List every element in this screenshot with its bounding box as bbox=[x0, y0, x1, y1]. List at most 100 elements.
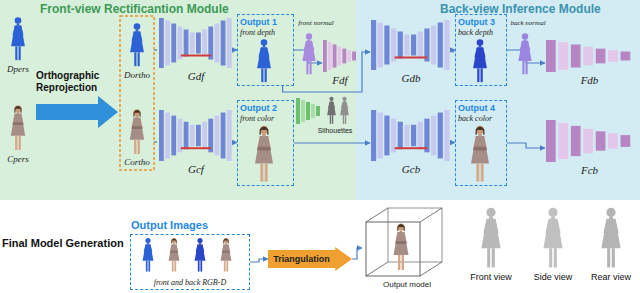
node-label: back color bbox=[458, 114, 504, 124]
output-box: Output 3back depth bbox=[455, 14, 507, 86]
network-layer bbox=[411, 35, 416, 56]
output-box: Output 2front color bbox=[237, 100, 294, 186]
network-layer bbox=[546, 40, 556, 72]
network-layer bbox=[546, 120, 556, 162]
discriminator-network: Fdf bbox=[322, 40, 358, 86]
color-figure bbox=[471, 126, 489, 182]
flow-arrow bbox=[352, 248, 362, 259]
reprojection-arrow bbox=[36, 96, 118, 128]
node-label: Gdb bbox=[370, 72, 452, 84]
network-layer bbox=[378, 23, 383, 68]
network-layer bbox=[171, 116, 176, 156]
network-layer bbox=[621, 52, 631, 61]
network-layer bbox=[202, 122, 207, 150]
input-label: Dortho bbox=[120, 70, 154, 81]
depth-figure bbox=[130, 23, 144, 66]
input-label: Cpers bbox=[4, 154, 32, 165]
normal-figure bbox=[518, 33, 531, 74]
network-layer bbox=[583, 129, 593, 153]
silhouette-figure bbox=[340, 97, 349, 124]
color-figure bbox=[394, 223, 409, 270]
node-label: front and back RGB-D bbox=[131, 278, 249, 288]
skip-connection bbox=[395, 57, 428, 59]
network-layer bbox=[347, 50, 351, 62]
node-label: Fcb bbox=[545, 164, 634, 176]
node-label: Gcb bbox=[370, 163, 452, 175]
cube-edge bbox=[420, 262, 442, 276]
network-layer bbox=[165, 113, 170, 159]
network-shape bbox=[370, 110, 452, 161]
network-layer bbox=[352, 52, 356, 61]
network-layer bbox=[608, 50, 618, 62]
network-shape bbox=[158, 110, 234, 161]
network-layer bbox=[438, 113, 443, 159]
network-layer bbox=[404, 125, 409, 146]
flow-arrow bbox=[294, 142, 370, 143]
node-label: back depth bbox=[458, 28, 504, 38]
output-heading: Output 4 bbox=[458, 103, 504, 114]
cube-drawing bbox=[362, 206, 452, 278]
output-box: Output 1front depth bbox=[237, 14, 294, 86]
node-label: Fdb bbox=[545, 74, 634, 86]
cube-edge bbox=[420, 208, 442, 222]
network-layer bbox=[444, 110, 449, 161]
cube-edge bbox=[366, 208, 388, 222]
node-label: Gcf bbox=[158, 163, 234, 175]
network-layer bbox=[221, 21, 226, 66]
generator-network: Gcf bbox=[158, 110, 234, 175]
network-layer bbox=[608, 133, 618, 148]
network-layer bbox=[371, 110, 376, 161]
triangulation-arrow: Triangulation bbox=[268, 247, 352, 271]
mesh-figure bbox=[481, 208, 500, 268]
depth-figure bbox=[11, 17, 25, 60]
network-layer bbox=[398, 122, 403, 150]
network-layer bbox=[333, 44, 337, 67]
node-label: Fdf bbox=[322, 74, 358, 86]
network-layer bbox=[384, 116, 389, 156]
network-layer bbox=[342, 49, 346, 64]
network-layer bbox=[411, 125, 416, 146]
output-box: Output 4back color bbox=[455, 100, 507, 186]
network-layer bbox=[444, 20, 449, 70]
network-layer bbox=[571, 126, 581, 156]
network-shape bbox=[545, 120, 634, 162]
output-images-box: Output Imagesfront and back RGB-D bbox=[130, 234, 250, 290]
network-layer bbox=[316, 106, 320, 116]
network-shape bbox=[370, 20, 452, 70]
network-layer bbox=[196, 33, 201, 54]
network-layer bbox=[159, 110, 164, 161]
network-layer bbox=[165, 21, 170, 66]
network-layer bbox=[215, 24, 220, 63]
network-layer bbox=[338, 47, 342, 66]
module-title: Front-view Rectificantion Module bbox=[40, 2, 229, 16]
node-label: Output model bbox=[362, 280, 452, 290]
image-label: Silhouettes bbox=[314, 126, 356, 135]
network-layer bbox=[418, 122, 423, 150]
skip-connection bbox=[181, 55, 211, 57]
network-layer bbox=[431, 26, 436, 65]
discriminator-network: Fcb bbox=[545, 120, 634, 176]
module-label: Orthographic Reprojection bbox=[36, 70, 120, 94]
generator-network: Gcb bbox=[370, 110, 452, 175]
network-layer bbox=[378, 113, 383, 159]
network-layer bbox=[323, 40, 327, 72]
depth-figure bbox=[195, 238, 206, 272]
normal-figure bbox=[302, 33, 315, 74]
output-heading: Output 1 bbox=[240, 17, 291, 28]
network-layer bbox=[171, 24, 176, 63]
network-layer bbox=[431, 116, 436, 156]
triangulation-fill bbox=[268, 247, 352, 271]
generator-network: Gdb bbox=[370, 20, 452, 84]
input-label: Dpers bbox=[4, 64, 32, 75]
output-heading: Output 3 bbox=[458, 17, 504, 28]
network-layer bbox=[398, 32, 403, 59]
network-layer bbox=[371, 20, 376, 70]
network-layer bbox=[404, 35, 409, 56]
network-layer bbox=[418, 32, 423, 59]
view-label: Side view bbox=[528, 272, 578, 283]
back-module-ground bbox=[356, 0, 640, 200]
output-heading: Output Images bbox=[131, 219, 208, 232]
node-label: Triangulation bbox=[268, 247, 335, 271]
